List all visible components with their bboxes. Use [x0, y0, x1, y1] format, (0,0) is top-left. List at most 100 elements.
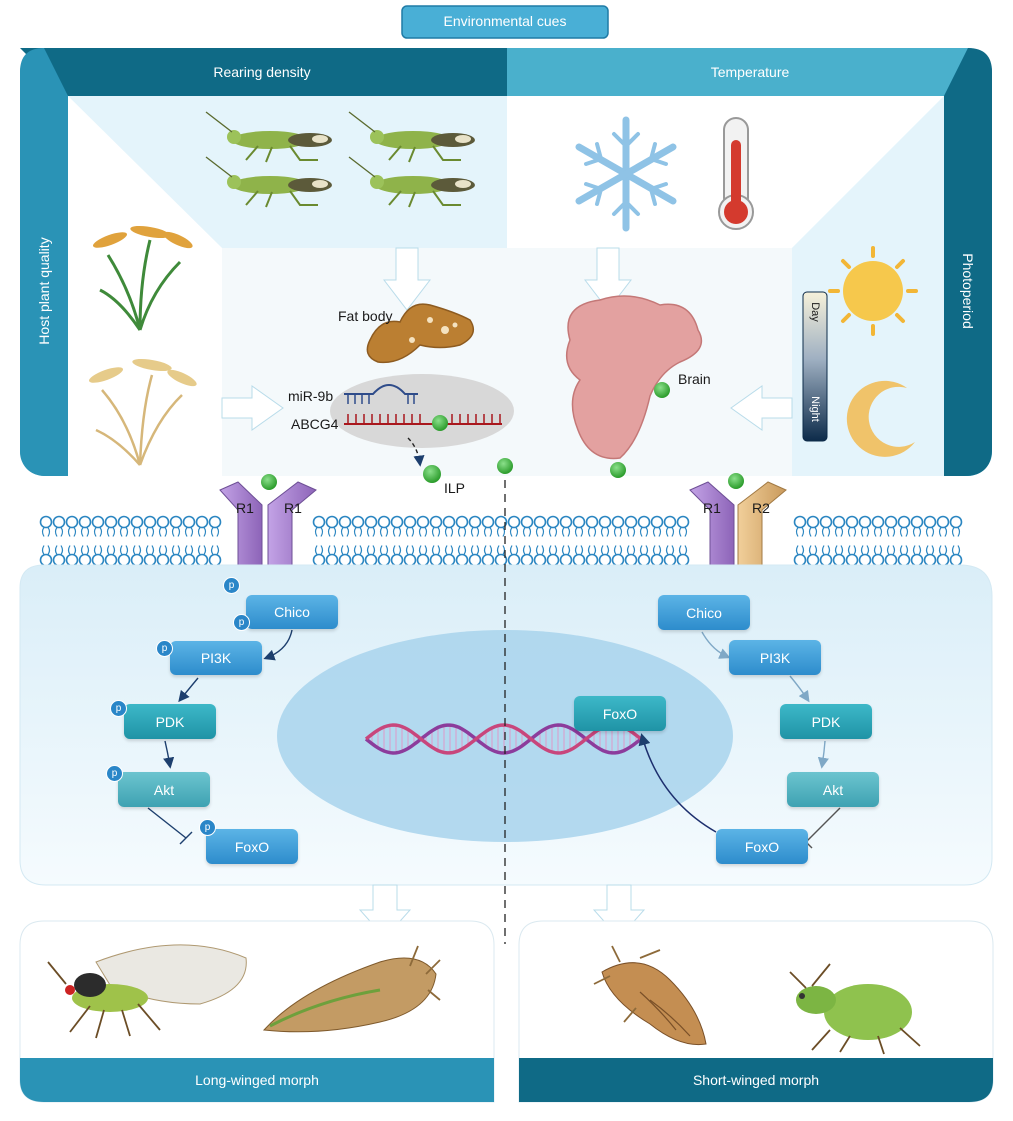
- lipid-head: [325, 553, 339, 567]
- lipid-tail: [639, 545, 649, 555]
- lipid-head: [806, 553, 820, 567]
- lipid-tail: [951, 545, 961, 555]
- lipid-head: [598, 515, 612, 529]
- lipid-head: [520, 553, 534, 567]
- lipid-tail: [899, 545, 909, 555]
- lipid-tail: [145, 527, 155, 537]
- lipid-head: [897, 515, 911, 529]
- lipid-head: [39, 553, 53, 567]
- lipid-head: [819, 553, 833, 567]
- abcg4-label: ABCG4: [291, 416, 339, 432]
- lipid-head: [364, 553, 378, 567]
- lipid-head: [819, 515, 833, 529]
- lipid-head: [793, 553, 807, 567]
- cue-arrows: [221, 247, 793, 431]
- lipid-head: [923, 515, 937, 529]
- lipid-tail: [106, 545, 116, 555]
- temperature-label: Temperature: [710, 64, 790, 80]
- lipid-head: [195, 553, 209, 567]
- lipid-head: [455, 553, 469, 567]
- lipid-tail: [158, 545, 168, 555]
- lipid-tail: [795, 527, 805, 537]
- lipid-tail: [847, 527, 857, 537]
- lipid-head: [338, 553, 352, 567]
- lipid-head: [845, 515, 859, 529]
- lipid-head: [312, 515, 326, 529]
- lipid-head: [910, 553, 924, 567]
- short-winged-aphid-icon: [789, 963, 921, 1055]
- lipid-tail: [860, 545, 870, 555]
- lipid-head: [637, 553, 651, 567]
- lipid-head: [650, 553, 664, 567]
- left-pathway-arrows: [147, 629, 293, 845]
- lipid-head: [156, 515, 170, 529]
- lipid-tail: [444, 527, 454, 537]
- lipid-head: [572, 515, 586, 529]
- lipid-tail: [132, 545, 142, 555]
- lipid-head: [91, 553, 105, 567]
- lipid-head: [585, 515, 599, 529]
- lipid-head: [117, 515, 131, 529]
- lipid-tail: [548, 545, 558, 555]
- lipid-tail: [405, 545, 415, 555]
- lipid-head: [338, 515, 352, 529]
- lipid-head: [325, 515, 339, 529]
- lipid-head: [468, 515, 482, 529]
- lipid-tail: [834, 545, 844, 555]
- lipid-head: [429, 515, 443, 529]
- lipid-tail: [509, 545, 519, 555]
- lipid-head: [533, 515, 547, 529]
- host-plant-bar: [20, 48, 68, 476]
- ilp-release-arrow: [407, 437, 425, 467]
- right-pi3k-node: PI3K: [729, 640, 821, 675]
- lipid-tail: [106, 527, 116, 537]
- lipid-tail: [678, 545, 688, 555]
- lipid-head: [468, 553, 482, 567]
- lipid-tail: [626, 527, 636, 537]
- lipid-tail: [847, 545, 857, 555]
- lipid-head: [923, 553, 937, 567]
- lipid-head: [650, 515, 664, 529]
- lipid-tail: [938, 527, 948, 537]
- lipid-tail: [665, 545, 675, 555]
- lipid-tail: [340, 527, 350, 537]
- lipid-tail: [587, 545, 597, 555]
- lipid-tail: [639, 527, 649, 537]
- lipid-tail: [509, 527, 519, 537]
- rearing-density-banner: [20, 48, 507, 96]
- lipid-tail: [418, 527, 428, 537]
- lipid-head: [611, 553, 625, 567]
- lipid-head: [52, 553, 66, 567]
- lipid-head: [39, 515, 53, 529]
- thermometer-icon: [718, 117, 754, 230]
- long-winged-planthopper-icon: [262, 945, 441, 1033]
- lipid-tail: [119, 545, 129, 555]
- lipid-head: [559, 553, 573, 567]
- lipid-head: [481, 553, 495, 567]
- lipid-tail: [132, 527, 142, 537]
- host-plant-icons: [88, 225, 197, 466]
- lipid-tail: [925, 545, 935, 555]
- lipid-head: [936, 553, 950, 567]
- lipid-head: [624, 553, 638, 567]
- day-label: Day: [809, 302, 821, 322]
- lipid-head: [169, 515, 183, 529]
- lipid-tail: [470, 527, 480, 537]
- lipid-head: [858, 553, 872, 567]
- lipid-tail: [314, 545, 324, 555]
- abcg4-strand: [344, 414, 502, 425]
- lipid-tail: [184, 527, 194, 537]
- receptor-left: [219, 474, 317, 589]
- lipid-head: [429, 553, 443, 567]
- mir9b-label: miR-9b: [288, 388, 334, 404]
- lipid-head: [416, 515, 430, 529]
- lipid-tail: [561, 545, 571, 555]
- lipid-head: [195, 515, 209, 529]
- ilp-dot-brain: [654, 382, 670, 398]
- lipid-head: [936, 515, 950, 529]
- lipid-tail: [197, 527, 207, 537]
- phospho-badge-receptor: p: [223, 577, 240, 594]
- lipid-tail: [379, 527, 389, 537]
- lipid-head: [208, 515, 222, 529]
- left-foxo-node: FoxO: [206, 829, 298, 864]
